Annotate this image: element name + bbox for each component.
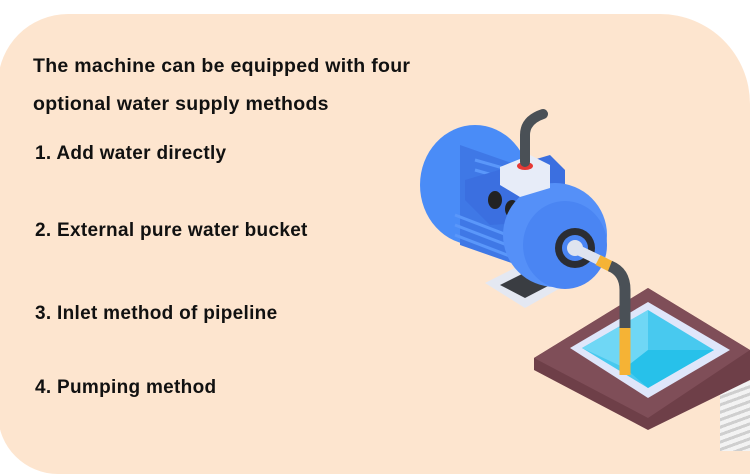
method-4: 4. Pumping method [35,377,217,398]
water-tank-icon [534,288,750,430]
hose-icon [575,245,631,375]
water-pump-illustration [420,109,750,430]
method-2: 2. External pure water bucket [35,220,308,241]
method-3: 3. Inlet method of pipeline [35,303,278,324]
method-1: 1. Add water directly [35,143,227,164]
power-cable-icon [520,109,548,167]
pump-motor-icon [420,125,607,289]
junction-box-icon [500,155,550,197]
heading-line-2: optional water supply methods [33,93,329,115]
background-stripes [720,381,750,451]
heading: The machine can be equipped with four op… [33,47,410,123]
heading-line-1: The machine can be equipped with four [33,55,411,77]
